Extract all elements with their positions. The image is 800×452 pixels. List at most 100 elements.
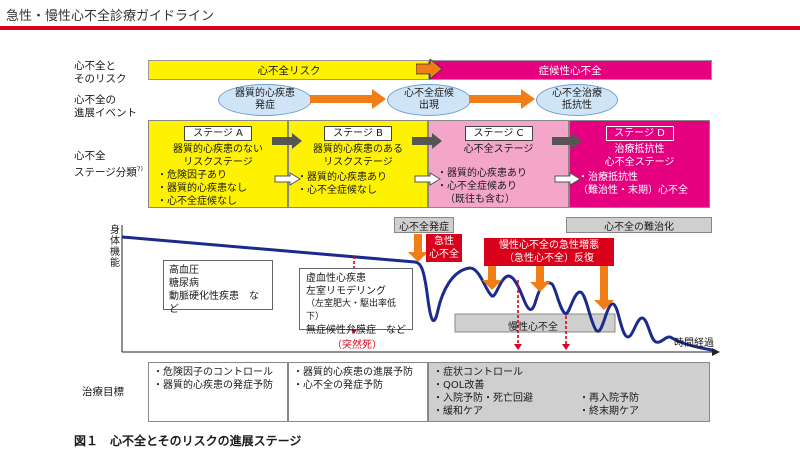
stage-d-desc1: 治療抵抗性 <box>614 144 665 155</box>
stage-a-item: ・器質的心疾患なし <box>157 183 247 194</box>
stage-d-title: ステージ D <box>605 126 674 141</box>
acute-exacerbation-box: 慢性心不全の急性増悪（急性心不全）反復 <box>484 238 614 266</box>
acute-hf-box: 急性心不全 <box>426 234 462 262</box>
acute-exacerbation-line2: （急性心不全）反復 <box>504 253 594 264</box>
disease-item: （左室肥大・駆出率低下） <box>306 299 397 322</box>
disease-item: 無症候性弁膜症 など <box>306 325 406 336</box>
stage-a-desc2: リスクステージ <box>183 157 253 168</box>
event-3-line1: 心不全治療 <box>552 88 602 99</box>
stage-a-title: ステージ A <box>184 126 252 141</box>
event-3-line2: 抵抗性 <box>562 100 592 111</box>
stage-c-item: （既往も含む） <box>445 194 515 205</box>
refractory-label: 心不全の難治化 <box>566 217 712 233</box>
row-label-risk-line2: そのリスク <box>74 73 127 85</box>
risk-band-symptomatic-heart-failure: 症候性心不全 <box>428 60 712 80</box>
event-heart-failure-symptoms: 心不全症候出現 <box>387 84 471 116</box>
event-arrow-icon <box>310 89 386 109</box>
figure-caption: 図１ 心不全とそのリスクの進展ステージ <box>74 434 302 448</box>
goal-item: ・QOL改善 <box>433 380 485 391</box>
stage-d-desc2: 心不全ステージ <box>604 157 675 168</box>
goal-item: ・器質的心疾患の進展予防 <box>293 367 413 378</box>
stage-c-box: ステージ C 心不全ステージ ・器質的心疾患あり ・心不全症候あり （既往も含む… <box>428 120 569 208</box>
stage-d-item: （難治性・末期）心不全 <box>578 185 688 196</box>
exacerbation-arrow-icon <box>594 262 614 310</box>
stage-b-title: ステージ B <box>324 126 392 141</box>
stage-outline-arrow-icon <box>414 172 441 186</box>
goal-item: ・心不全の発症予防 <box>293 380 383 391</box>
goals-stage-cd: ・症状コントロール ・QOL改善 ・入院予防・死亡回避 ・緩和ケア ・再入院予防… <box>428 362 710 422</box>
stage-b-desc2: リスクステージ <box>323 157 393 168</box>
y-axis-char: 体 <box>110 236 120 247</box>
stage-arrow-icon <box>552 133 582 149</box>
down-arrow-icon <box>562 344 570 350</box>
structural-disease-box: 虚血性心疾患 左室リモデリング （左室肥大・駆出率低下） 無症候性弁膜症 など <box>299 268 413 336</box>
stage-b-box: ステージ B 器質的心疾患のあるリスクステージ ・器質的心疾患あり ・心不全症候… <box>288 120 428 208</box>
row-label-events-line1: 心不全の <box>74 94 116 106</box>
disease-item: 虚血性心疾患 <box>306 273 366 284</box>
stage-c-item: ・器質的心疾患あり <box>437 168 527 179</box>
event-1-line1: 器質的心疾患 <box>235 88 295 99</box>
down-arrow-icon <box>514 344 522 350</box>
row-label-stages-line1: 心不全 <box>74 150 106 162</box>
stage-c-title: ステージ C <box>464 126 533 141</box>
chronic-hf-band <box>454 313 616 333</box>
stage-a-box: ステージ A 器質的心疾患のないリスクステージ ・危険因子あり ・器質的心疾患な… <box>148 120 288 208</box>
event-1-line2: 発症 <box>255 100 275 111</box>
stage-arrow-icon <box>412 133 442 149</box>
row-label-risk: 心不全と そのリスク <box>74 60 127 86</box>
onset-arrow-icon <box>408 234 428 262</box>
event-structural-heart-disease-onset: 器質的心疾患発症 <box>218 84 312 116</box>
goal-item: ・終末期ケア <box>579 406 639 417</box>
y-axis-char: 機 <box>110 247 120 258</box>
goal-item: ・入院予防・死亡回避 <box>433 393 533 404</box>
stage-outline-arrow-icon <box>274 172 301 186</box>
row-label-stages-ref: 7) <box>136 166 143 173</box>
row-label-stages: 心不全 ステージ分類7) <box>74 150 143 180</box>
goal-item: ・器質的心疾患の発症予防 <box>153 380 273 391</box>
goal-item: ・緩和ケア <box>433 406 483 417</box>
row-label-risk-line1: 心不全と <box>74 60 116 72</box>
stage-a-item: ・危険因子あり <box>157 170 227 181</box>
y-axis-label: 身 体 機 能 <box>109 225 121 269</box>
stage-d-box: ステージ D 治療抵抗性心不全ステージ ・治療抵抗性 （難治性・末期）心不全 <box>569 120 710 208</box>
goal-item: ・再入院予防 <box>579 393 639 404</box>
goal-item: ・症状コントロール <box>433 367 523 378</box>
row-label-events-line2: 進展イベント <box>74 107 137 119</box>
event-2-line1: 心不全症候 <box>404 88 454 99</box>
stage-c-desc1: 心不全ステージ <box>463 144 534 155</box>
risk-factor-item: 糖尿病 <box>169 278 199 289</box>
header-title: 急性・慢性心不全診療ガイドライン <box>6 9 215 24</box>
y-axis-char: 身 <box>110 225 120 236</box>
x-axis-label: 時間経過 <box>674 338 714 349</box>
row-label-events: 心不全の 進展イベント <box>74 94 137 120</box>
sudden-death-label: （突然死） <box>332 340 382 351</box>
stage-outline-arrow-icon <box>554 172 581 186</box>
body-function-curve <box>121 235 713 352</box>
y-axis-char: 能 <box>110 258 120 269</box>
risk-band-heart-failure-risk: 心不全リスク <box>148 60 430 80</box>
onset-label: 心不全発症 <box>394 217 454 233</box>
goal-item: ・危険因子のコントロール <box>153 367 273 378</box>
stage-b-desc1: 器質的心疾患のある <box>313 144 403 155</box>
risk-factor-item: 動脈硬化性疾患 など <box>169 291 259 315</box>
x-axis-arrow-icon <box>712 348 720 356</box>
stage-d-item: ・治療抵抗性 <box>578 172 638 183</box>
stage-a-item: ・心不全症候なし <box>157 196 237 207</box>
stage-c-item: ・心不全症候あり <box>437 181 517 192</box>
risk-factor-box: 高血圧 糖尿病 動脈硬化性疾患 など <box>163 260 273 315</box>
goals-stage-b: ・器質的心疾患の進展予防 ・心不全の発症予防 <box>288 362 428 422</box>
chronic-hf-label: 慢性心不全 <box>508 322 558 333</box>
acute-hf-line1: 急性 <box>434 236 454 247</box>
event-arrow-icon <box>469 89 535 109</box>
risk-band-arrow-icon <box>416 59 443 80</box>
event-treatment-resistance: 心不全治療抵抗性 <box>536 84 618 116</box>
row-label-stages-line2: ステージ分類 <box>74 166 137 179</box>
stage-arrow-icon <box>272 133 302 149</box>
row-label-goals: 治療目標 <box>82 386 124 398</box>
stage-a-desc1: 器質的心疾患のない <box>173 144 263 155</box>
acute-hf-line2: 心不全 <box>429 249 459 260</box>
disease-item: 左室リモデリング <box>306 286 386 297</box>
exacerbation-arrow-icon <box>530 262 550 292</box>
exacerbation-arrow-icon <box>482 262 502 290</box>
